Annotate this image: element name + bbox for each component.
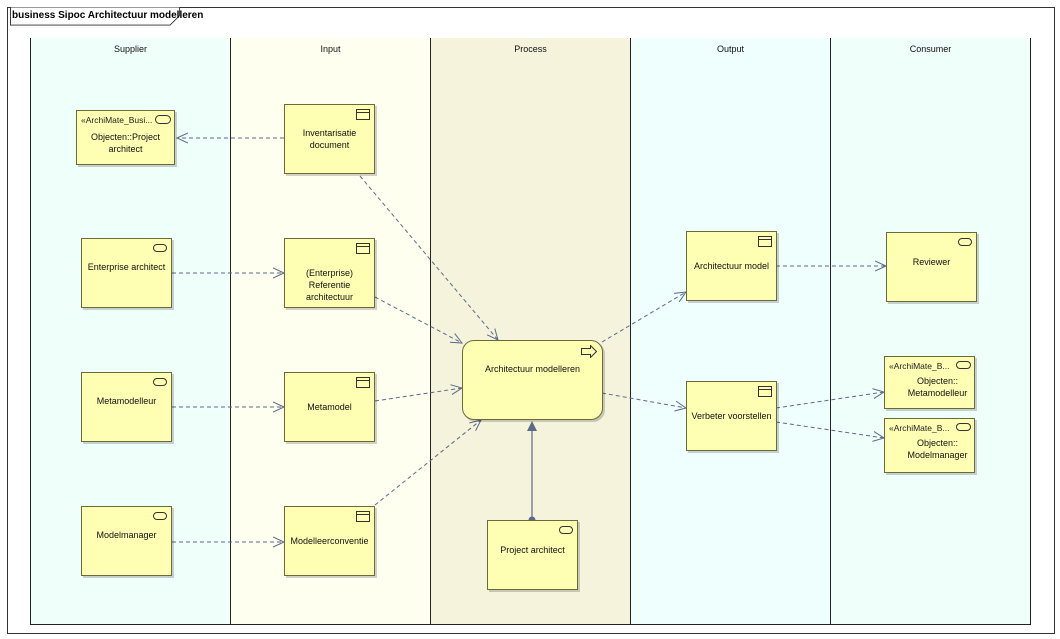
- process-icon: [581, 345, 597, 358]
- lane-output[interactable]: Output: [630, 38, 830, 624]
- node-label: Project architect: [500, 545, 565, 555]
- lane-consumer[interactable]: Consumer: [830, 38, 1031, 624]
- node-input-metamodel[interactable]: Metamodel: [284, 372, 375, 442]
- stereotype-label: «ArchiMate_B...: [889, 361, 950, 371]
- lane-title-supplier: Supplier: [113, 44, 148, 54]
- actor-icon: [956, 361, 971, 369]
- node-supplier-project-architect[interactable]: «ArchiMate_Busi... Objecten::Project arc…: [76, 110, 175, 165]
- node-input-modelleerconventie[interactable]: Modelleerconventie: [284, 506, 375, 576]
- role-icon: [153, 244, 167, 252]
- node-label: Architectuur modelleren: [484, 364, 581, 374]
- node-label: Reviewer: [912, 257, 951, 267]
- flow-verbeter-to-modelmanager[interactable]: [775, 421, 884, 438]
- actor-icon: [956, 423, 971, 431]
- node-label: Modelmanager: [96, 530, 157, 540]
- object-icon: [758, 236, 772, 247]
- flow-process-to-architectuur-model[interactable]: [601, 292, 686, 343]
- role-icon: [153, 378, 167, 386]
- actor-icon: [155, 115, 171, 124]
- stereotype-label: «ArchiMate_Busi...: [81, 115, 153, 125]
- stereotype-label: «ArchiMate_B...: [889, 423, 950, 433]
- node-label: Metamodel: [307, 402, 352, 412]
- lane-title-consumer: Consumer: [909, 44, 952, 54]
- lane-title-output: Output: [716, 44, 745, 54]
- object-icon: [758, 386, 772, 397]
- object-icon: [356, 511, 370, 522]
- node-label: Modelleerconventie: [290, 536, 369, 546]
- flow-referentie-to-process[interactable]: [374, 296, 462, 343]
- node-consumer-metamodelleur[interactable]: «ArchiMate_B... Objecten:: Metamodelleur: [884, 356, 975, 409]
- node-consumer-reviewer[interactable]: Reviewer: [886, 232, 977, 302]
- node-label: Inventarisatie document: [302, 128, 357, 150]
- node-supplier-enterprise-architect[interactable]: Enterprise architect: [81, 238, 172, 308]
- node-label: Enterprise architect: [87, 262, 166, 272]
- flow-verbeter-to-metamodelleur[interactable]: [775, 392, 884, 409]
- object-icon: [356, 243, 370, 254]
- node-process-project-architect[interactable]: Project architect: [487, 520, 578, 590]
- node-output-verbeter-voorstellen[interactable]: Verbeter voorstellen: [686, 381, 777, 451]
- flow-inventarisatie-to-process[interactable]: [359, 175, 498, 340]
- node-output-architectuur-model[interactable]: Architectuur model: [686, 231, 777, 301]
- lane-title-process: Process: [514, 44, 547, 54]
- node-label: Metamodelleur: [96, 396, 157, 406]
- flow-metamodel-to-process[interactable]: [374, 388, 462, 402]
- diagram-title: business Sipoc Architectuur modelleren: [12, 10, 204, 21]
- role-icon: [559, 526, 573, 534]
- node-input-inventarisatie[interactable]: Inventarisatie document: [284, 104, 375, 174]
- node-label: Architectuur model: [693, 261, 770, 271]
- node-supplier-metamodelleur[interactable]: Metamodelleur: [81, 372, 172, 442]
- object-icon: [356, 377, 370, 388]
- frame-title-tab: [10, 7, 181, 26]
- node-label: Verbeter voorstellen: [691, 411, 772, 421]
- role-icon: [958, 238, 972, 246]
- lane-title-input: Input: [320, 44, 341, 54]
- node-input-referentie[interactable]: (Enterprise) Referentie architectuur: [284, 238, 375, 308]
- flow-modelleerconventie-to-process[interactable]: [374, 420, 481, 506]
- object-icon: [356, 109, 370, 120]
- flow-process-to-verbeter-voorstellen[interactable]: [601, 392, 686, 408]
- node-label: Objecten::Project architect: [90, 132, 161, 154]
- node-label: Objecten:: Metamodelleur: [907, 376, 968, 398]
- node-label: (Enterprise) Referentie architectuur: [305, 268, 354, 302]
- node-label: Objecten:: Modelmanager: [907, 438, 968, 460]
- role-icon: [153, 512, 167, 520]
- node-supplier-modelmanager[interactable]: Modelmanager: [81, 506, 172, 576]
- node-process-architectuur-modelleren[interactable]: Architectuur modelleren: [462, 340, 603, 420]
- node-consumer-modelmanager[interactable]: «ArchiMate_B... Objecten:: Modelmanager: [884, 418, 975, 473]
